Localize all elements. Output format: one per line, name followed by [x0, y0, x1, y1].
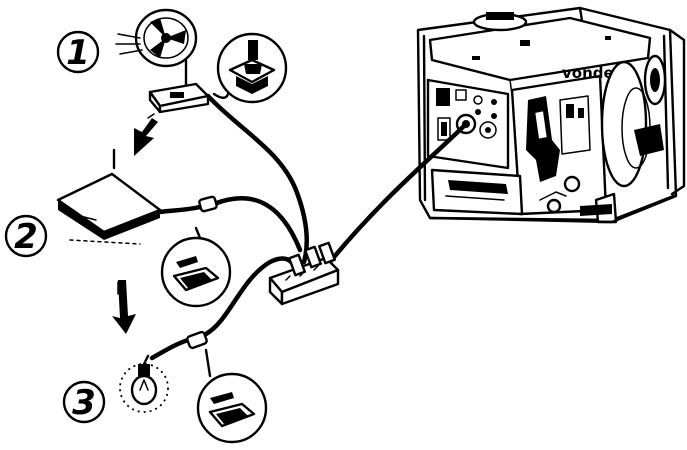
step-3-lamp-group: 3	[62, 330, 268, 444]
step-1-fan-group: 1	[56, 8, 288, 156]
tv-icon	[56, 148, 162, 245]
fan-icon	[115, 8, 210, 114]
lamp-inline-switch-icon	[186, 330, 208, 350]
tv-switch-zoom-icon	[160, 226, 232, 308]
step-3-badge	[62, 380, 106, 424]
step-2-badge	[4, 214, 48, 258]
power-strip	[268, 241, 340, 306]
brand-logo: vonder	[562, 64, 622, 82]
arrow-2-to-3-icon	[112, 280, 136, 334]
arrow-1-to-2-icon	[134, 113, 158, 156]
step-2-number: 2	[14, 217, 38, 257]
cables	[149, 93, 469, 361]
fan-switch-zoom-icon	[212, 32, 288, 104]
step-1-number: 1	[66, 33, 90, 73]
generator: vonder	[416, 6, 686, 224]
step-1-badge	[56, 30, 100, 74]
step-3-number: 3	[72, 383, 96, 423]
step-2-tv-group: 2	[4, 148, 232, 334]
lamp-switch-zoom-icon	[196, 348, 268, 444]
tv-inline-switch-icon	[198, 195, 218, 213]
light-bulb-icon	[119, 354, 169, 413]
